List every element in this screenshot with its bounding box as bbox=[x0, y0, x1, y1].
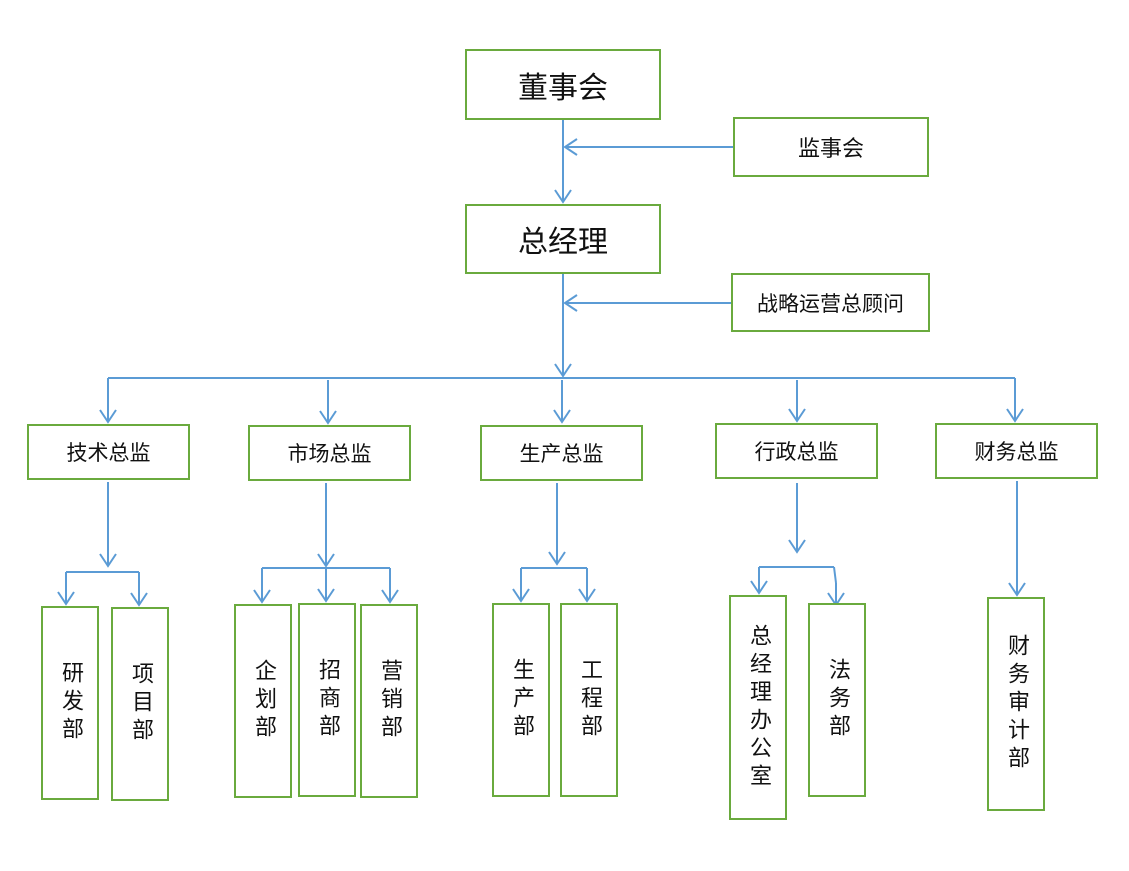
node-audit-dept: 财务审计部 bbox=[987, 597, 1045, 811]
node-cao: 行政总监 bbox=[715, 423, 878, 479]
arrow-head-1 bbox=[554, 189, 572, 204]
node-cmo: 市场总监 bbox=[248, 425, 411, 481]
node-board: 董事会 bbox=[465, 49, 661, 120]
node-production-dept: 生产部 bbox=[492, 603, 550, 797]
node-project-dept: 项目部 bbox=[111, 607, 169, 801]
arrow-head-20 bbox=[99, 553, 117, 568]
node-gm-office: 总经理办公室 bbox=[729, 595, 787, 820]
arrow-head-41 bbox=[578, 588, 596, 603]
node-investment-dept: 招商部 bbox=[298, 603, 356, 797]
node-general-manager: 总经理 bbox=[465, 204, 661, 274]
arrow-head-16 bbox=[788, 408, 806, 423]
node-engineering-dept: 工程部 bbox=[560, 603, 618, 797]
node-cfo: 财务总监 bbox=[935, 423, 1098, 479]
arrow-head-51 bbox=[1008, 582, 1026, 597]
arrow-head-30 bbox=[253, 589, 271, 604]
node-legal-dept: 法务部 bbox=[808, 603, 866, 797]
node-rd-dept: 研发部 bbox=[41, 606, 99, 800]
node-cto: 技术总监 bbox=[27, 424, 190, 480]
arrow-head-10 bbox=[99, 409, 117, 424]
arrow-head-43 bbox=[788, 539, 806, 554]
node-strategy-advisor: 战略运营总顾问 bbox=[731, 273, 930, 332]
arrow-head-18 bbox=[1006, 408, 1024, 423]
arrow-head-46 bbox=[750, 580, 768, 595]
arrow-head-14 bbox=[553, 409, 571, 424]
arrow-head-39 bbox=[512, 588, 530, 603]
node-supervisory-board: 监事会 bbox=[733, 117, 929, 177]
arrow-head-5 bbox=[554, 363, 572, 378]
node-sales-dept: 营销部 bbox=[360, 604, 418, 798]
arrow-head-23 bbox=[57, 591, 75, 606]
arrow-head-12 bbox=[319, 410, 337, 425]
arrow-head-36 bbox=[548, 551, 566, 566]
connector-line-47 bbox=[833, 566, 837, 584]
arrow-head-3 bbox=[563, 138, 578, 156]
arrow-head-34 bbox=[381, 589, 399, 604]
arrow-head-27 bbox=[317, 553, 335, 568]
node-planning-dept: 企划部 bbox=[234, 604, 292, 798]
node-coo: 生产总监 bbox=[480, 425, 643, 481]
arrow-head-25 bbox=[130, 592, 148, 607]
arrow-head-7 bbox=[563, 294, 578, 312]
arrow-head-32 bbox=[317, 588, 335, 603]
